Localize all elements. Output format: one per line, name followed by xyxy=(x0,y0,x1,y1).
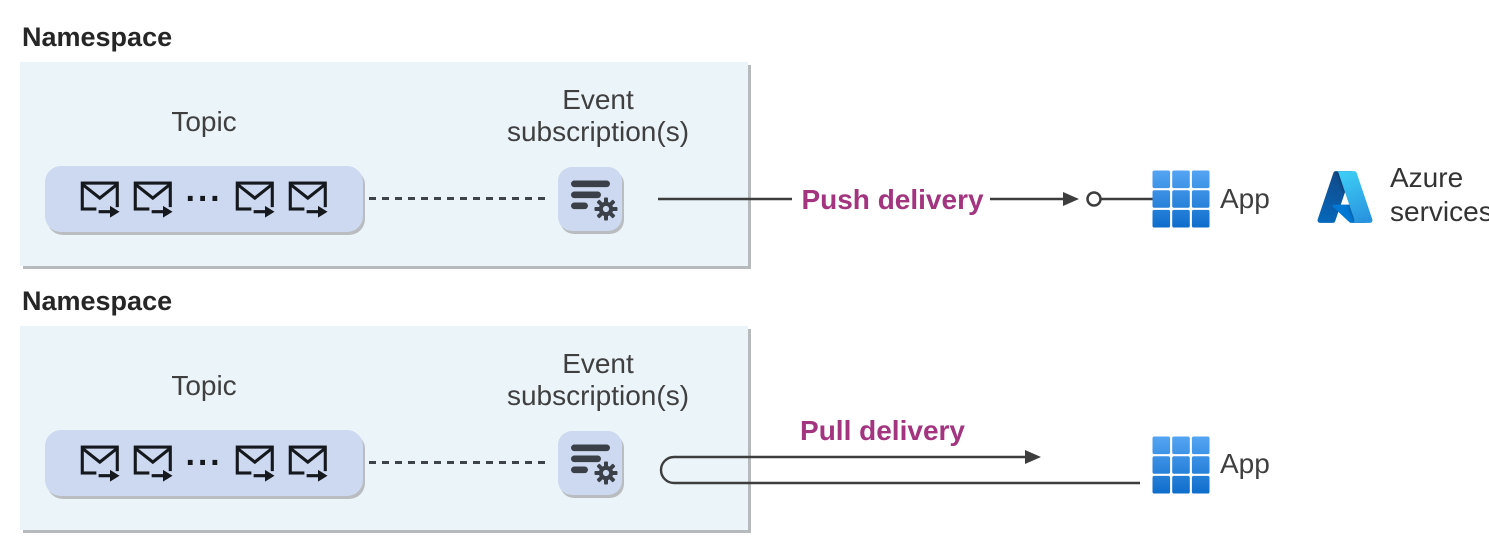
topic-to-subscription-dotted-line xyxy=(369,197,551,200)
app-grid-icon xyxy=(1152,436,1210,494)
envelope-arrow-icon xyxy=(234,443,276,483)
push-delivery-connector xyxy=(658,191,1154,207)
namespace-box xyxy=(20,326,748,530)
envelope-arrow-icon xyxy=(234,179,276,219)
filter-settings-icon xyxy=(558,167,622,231)
arrowhead-icon xyxy=(1063,192,1079,206)
push-delivery-label: Push delivery xyxy=(801,184,984,215)
envelope-arrow-icon xyxy=(79,179,121,219)
topic-to-subscription-dotted-line xyxy=(369,461,551,464)
envelope-arrow-icon xyxy=(287,443,329,483)
app-grid-icon xyxy=(1152,170,1210,228)
filter-settings-icon xyxy=(558,431,622,495)
namespace-title: Namespace xyxy=(22,22,173,52)
namespace-box xyxy=(20,62,748,266)
arrowhead-icon xyxy=(1025,450,1041,464)
topic-label: Topic xyxy=(171,370,237,401)
app-label: App xyxy=(1220,183,1270,214)
topic-pill: ··· xyxy=(45,430,363,496)
azure-logo-icon xyxy=(1317,171,1373,223)
pull-delivery-loop-arrow xyxy=(659,450,1140,485)
envelope-arrow-icon xyxy=(287,179,329,219)
event-subscription-label: Event subscription(s) xyxy=(506,348,690,411)
envelope-arrow-icon xyxy=(132,443,174,483)
envelope-arrow-icon xyxy=(132,179,174,219)
event-subscription-label: Event subscription(s) xyxy=(506,84,690,147)
topic-ellipsis: ··· xyxy=(185,180,223,218)
topic-pill: ··· xyxy=(45,166,363,232)
namespace-title: Namespace xyxy=(22,286,173,316)
event-subscription-tile xyxy=(558,431,622,495)
app-label: App xyxy=(1220,448,1270,479)
topic-label: Topic xyxy=(171,106,237,137)
pull-delivery-label: Pull delivery xyxy=(800,415,965,446)
endpoint-circle xyxy=(1086,191,1102,207)
azure-services-label: Azure services xyxy=(1390,162,1489,227)
envelope-arrow-icon xyxy=(79,443,121,483)
event-subscription-tile xyxy=(558,167,622,231)
topic-ellipsis: ··· xyxy=(185,444,223,482)
